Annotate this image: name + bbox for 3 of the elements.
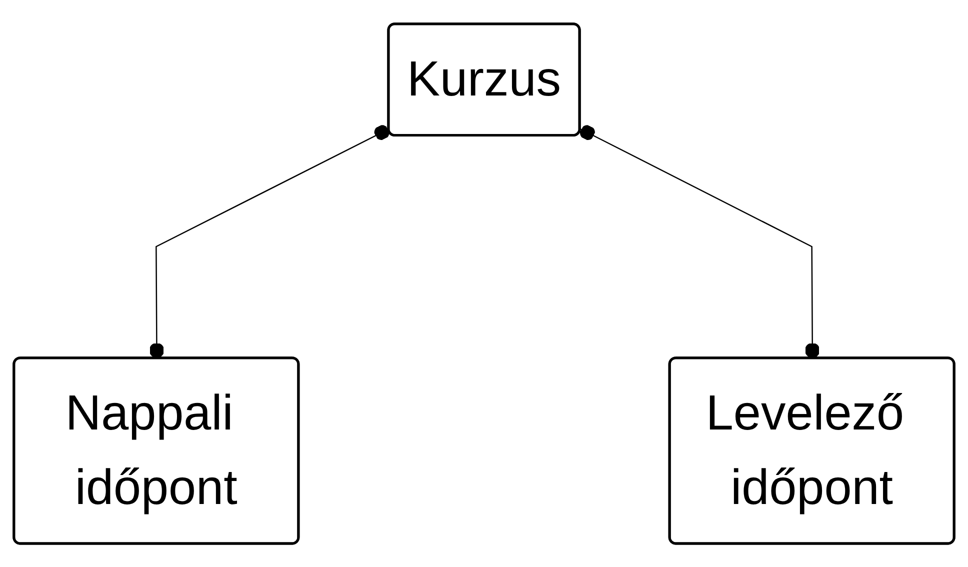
connector <box>580 124 820 358</box>
er-diagram: Kurzus Nappali időpont Levelező időpont <box>4 14 964 554</box>
connector <box>149 124 390 358</box>
